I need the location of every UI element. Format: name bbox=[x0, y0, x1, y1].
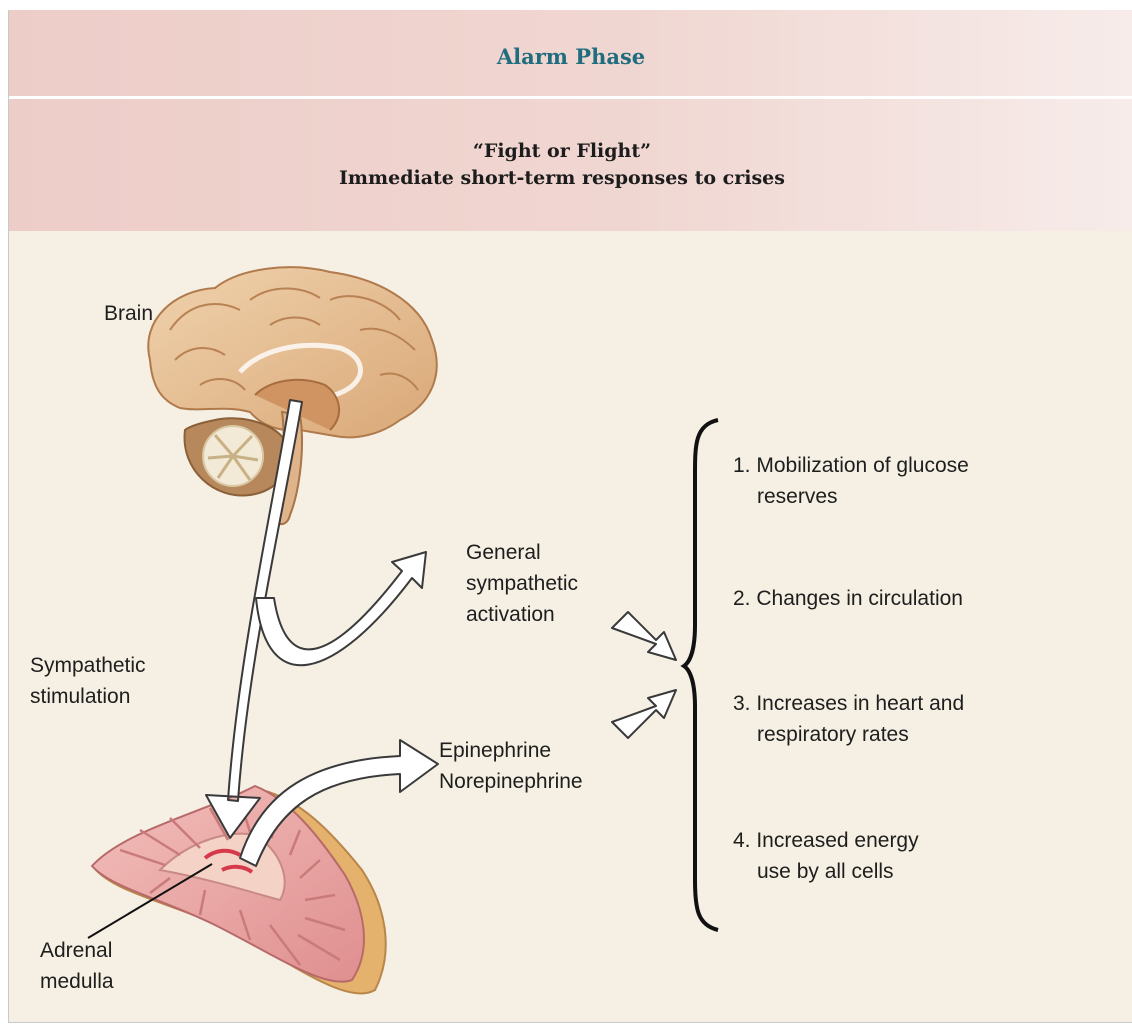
label-line: General bbox=[466, 537, 578, 568]
label-line: stimulation bbox=[30, 681, 146, 712]
response-line: 3. Increases in heart and bbox=[733, 688, 964, 719]
response-item-3: 3. Increases in heart and respiratory ra… bbox=[733, 688, 964, 750]
arrow-to-responses-lower bbox=[612, 690, 676, 738]
general-sympathetic-label: General sympathetic activation bbox=[466, 537, 578, 630]
response-line: reserves bbox=[733, 481, 969, 512]
brain-label: Brain bbox=[104, 298, 153, 329]
label-line: Sympathetic bbox=[30, 650, 146, 681]
label-line: Epinephrine bbox=[439, 735, 583, 766]
brain-illustration bbox=[148, 267, 436, 524]
response-brace bbox=[684, 420, 718, 930]
response-line: 1. Mobilization of glucose bbox=[733, 450, 969, 481]
response-item-2: 2. Changes in circulation bbox=[733, 583, 963, 614]
response-line: respiratory rates bbox=[733, 719, 964, 750]
label-line: Adrenal bbox=[40, 935, 114, 966]
arrow-to-responses-upper bbox=[612, 612, 676, 660]
response-line: 2. Changes in circulation bbox=[733, 583, 963, 614]
label-line: medulla bbox=[40, 966, 114, 997]
adrenal-medulla-label: Adrenal medulla bbox=[40, 935, 114, 997]
response-item-1: 1. Mobilization of glucose reserves bbox=[733, 450, 969, 512]
sympathetic-stimulation-label: Sympathetic stimulation bbox=[30, 650, 146, 712]
response-line: use by all cells bbox=[733, 856, 919, 887]
hormones-label: Epinephrine Norepinephrine bbox=[439, 735, 583, 797]
label-line: sympathetic bbox=[466, 568, 578, 599]
response-line: 4. Increased energy bbox=[733, 825, 919, 856]
label-line: activation bbox=[466, 599, 578, 630]
response-item-4: 4. Increased energy use by all cells bbox=[733, 825, 919, 887]
general-sympathetic-arrow bbox=[256, 552, 426, 665]
label-line: Norepinephrine bbox=[439, 766, 583, 797]
